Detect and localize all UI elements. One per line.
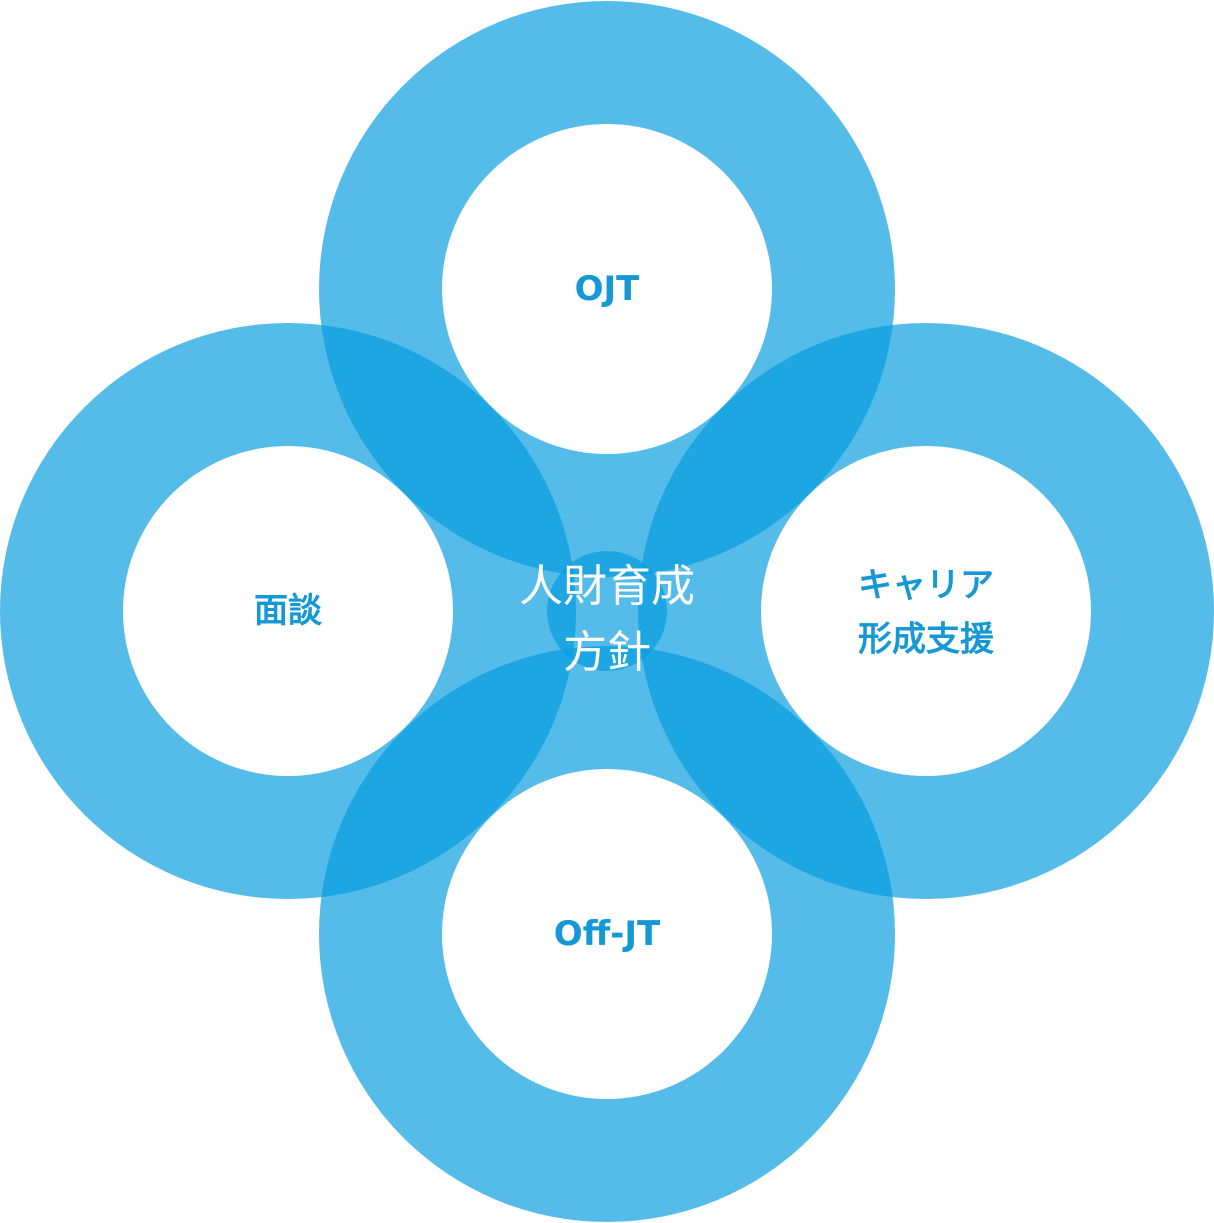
node-interview-circle <box>123 446 453 776</box>
center-title: 人財育成 方針 <box>519 554 695 686</box>
node-career-label: キャリア 形成支援 <box>858 559 994 668</box>
node-career-line2: 形成支援 <box>858 620 994 660</box>
center-disc <box>547 551 667 671</box>
node-ojt-label: OJT <box>574 268 640 309</box>
node-offjt-label: Off-JT <box>553 913 661 954</box>
center-title-line2: 方針 <box>563 627 651 678</box>
node-ojt-circle <box>442 124 772 454</box>
node-interview-label: 面談 <box>254 590 322 631</box>
node-career-circle <box>761 446 1091 776</box>
node-career-line1: キャリア <box>858 565 994 606</box>
node-offjt-circle <box>442 769 772 1099</box>
center-title-line1: 人財育成 <box>519 561 695 612</box>
